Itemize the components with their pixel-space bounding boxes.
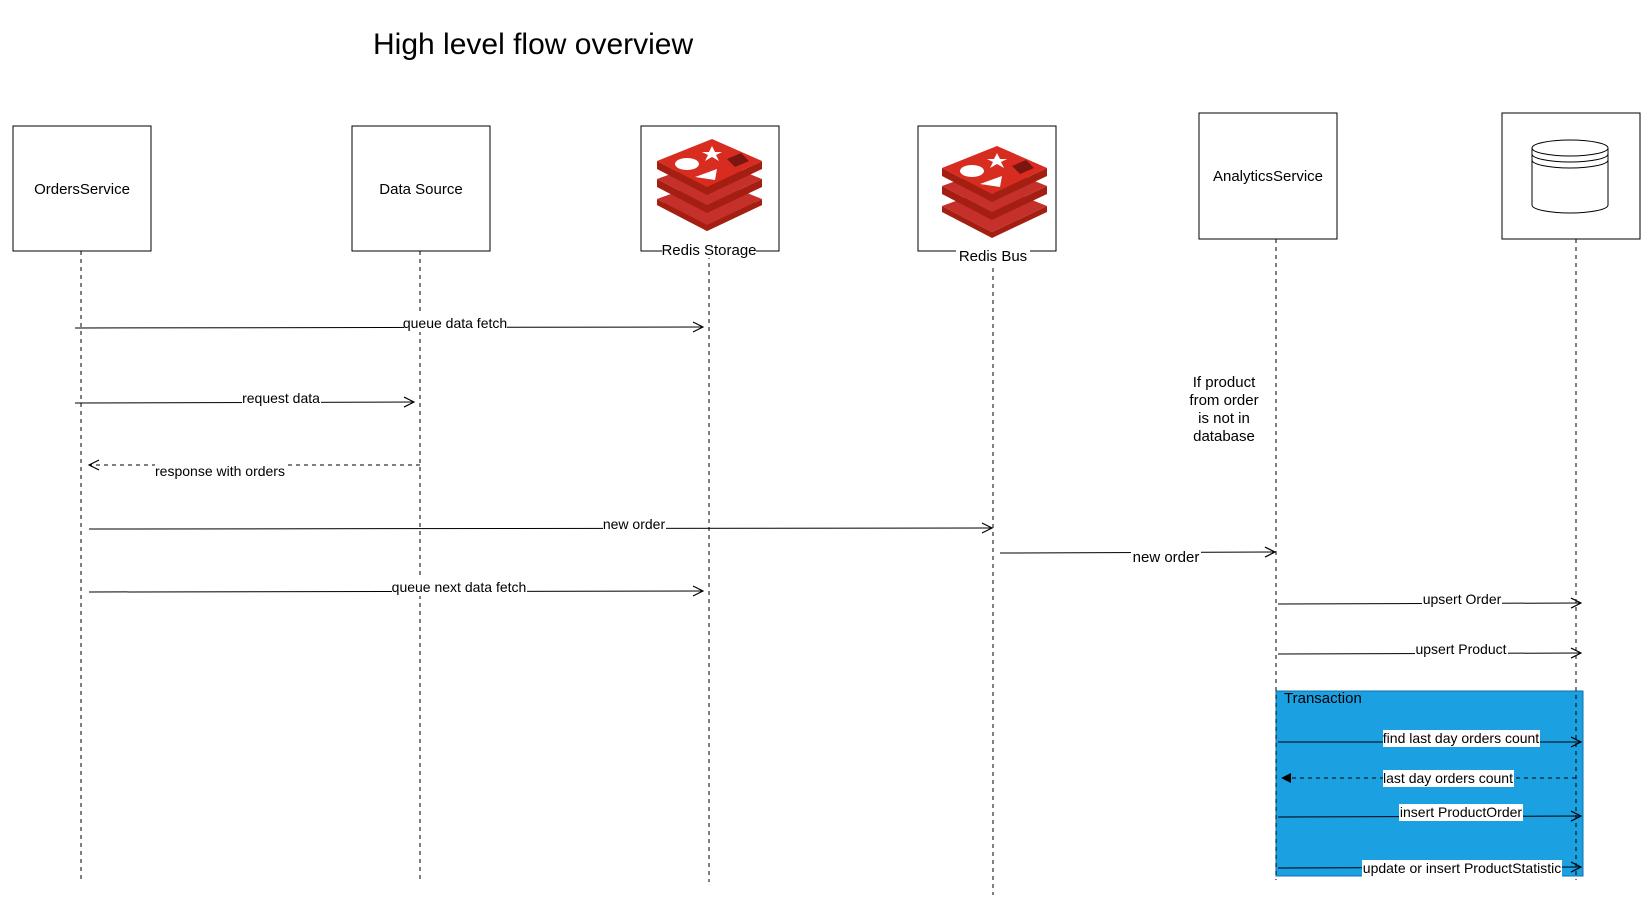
- label-new-order-1: new order: [603, 516, 666, 532]
- label-queue-next-data-fetch: queue next data fetch: [392, 579, 527, 595]
- message-new-order-1: [88, 528, 992, 529]
- participant-data-source-label: Data Source: [379, 181, 462, 198]
- participant-orders-service-label: OrdersService: [34, 181, 130, 198]
- participant-analytics-service: [1198, 112, 1338, 240]
- participant-data-source: [351, 125, 491, 252]
- participant-analytics-service-label: AnalyticsService: [1213, 168, 1323, 185]
- label-upsert-product: upsert Product: [1415, 641, 1506, 657]
- label-update-product-statistic: update or insert ProductStatistic: [1363, 860, 1561, 876]
- note-line: database: [1193, 428, 1255, 445]
- label-request-data: request data: [242, 390, 320, 406]
- condition-note: If product from order is not in database: [1189, 374, 1258, 445]
- redis-storage-icon: [657, 139, 762, 231]
- label-queue-data-fetch: queue data fetch: [403, 315, 507, 331]
- diagram-title: High level flow overview: [373, 28, 693, 61]
- label-last-day-count: last day orders count: [1383, 770, 1513, 786]
- participant-redis-storage-label: Redis Storage: [661, 242, 756, 259]
- transaction-label: Transaction: [1284, 690, 1362, 707]
- participant-redis-bus-label: Redis Bus: [959, 248, 1027, 265]
- label-upsert-order: upsert Order: [1423, 591, 1502, 607]
- redis-bus-icon: [942, 146, 1047, 238]
- redis-storage-label-bg: [662, 240, 756, 258]
- label-new-order-2: new order: [1133, 549, 1200, 566]
- label-insert-product-order: insert ProductOrder: [1400, 804, 1522, 820]
- redis-bus-label-bg: [956, 246, 1030, 264]
- note-line: If product: [1193, 374, 1256, 391]
- label-find-last-day: find last day orders count: [1383, 730, 1540, 746]
- note-line: from order: [1189, 392, 1258, 409]
- note-line: is not in: [1198, 410, 1250, 427]
- database-cylinder-icon: [1531, 139, 1609, 214]
- label-response-with-orders: response with orders: [155, 463, 285, 479]
- participant-orders-service: [12, 125, 152, 252]
- message-queue-data-fetch: [74, 327, 703, 328]
